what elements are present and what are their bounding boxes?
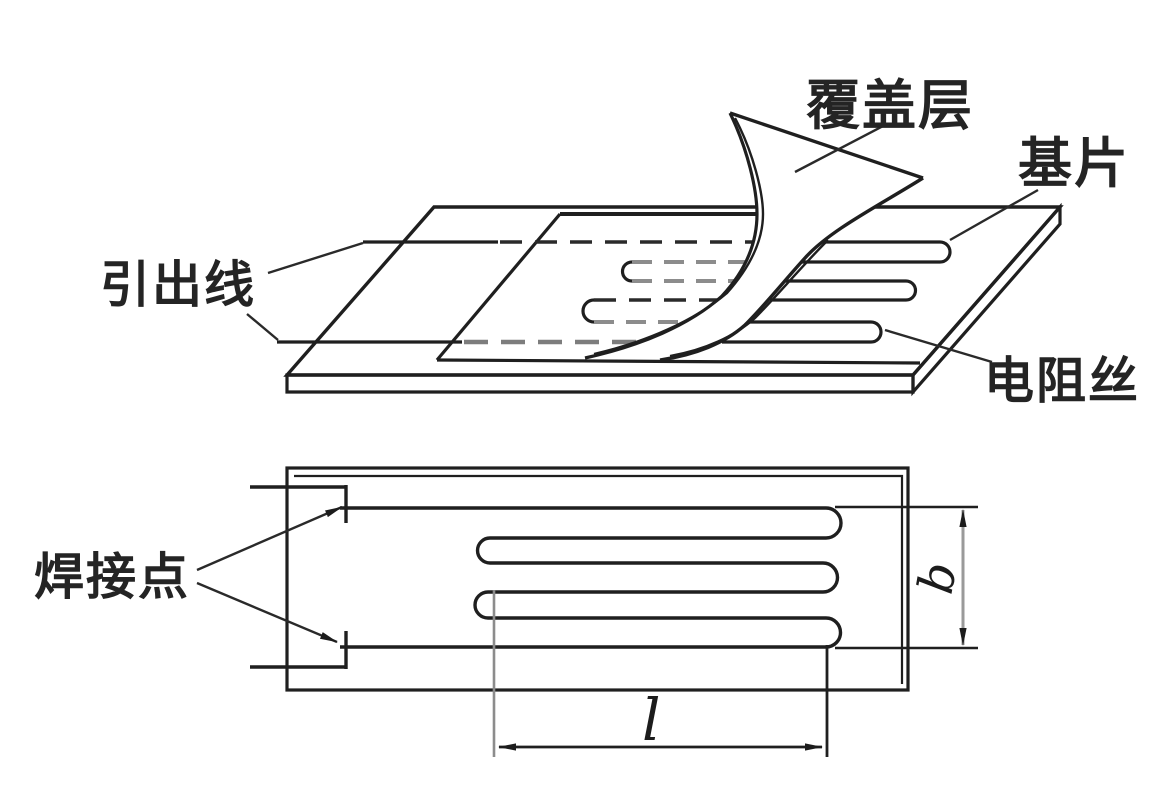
welding-point-leader-upper [196, 505, 343, 572]
wire-left-hook-2 [581, 298, 595, 324]
resistance-wire-label: 电阻丝 [984, 352, 1140, 410]
lead-wires-label: 引出线 [100, 256, 256, 314]
substrate-leader-line [949, 188, 1039, 242]
bottom-plan-view: b l 焊接点 [34, 466, 978, 757]
welding-points-label: 焊接点 [34, 548, 190, 606]
cover-layer-flat [435, 212, 760, 362]
lead-wires-leader-upper [267, 241, 364, 275]
substrate-plate [283, 202, 1064, 397]
l-dimension-label: l [642, 686, 661, 754]
curl-outer-edge-double [669, 239, 829, 358]
wire-left-hook-1 [620, 260, 633, 283]
cover-layer-leader-line [794, 123, 886, 174]
lead-wires-leader-lower [246, 313, 279, 341]
curl-inner-edge-double [593, 117, 765, 356]
exposed-resistance-wire [722, 240, 952, 344]
cover-layer-label: 覆盖层 [806, 74, 974, 137]
b-dimension-label: b [908, 558, 968, 598]
welding-point-leader-lower [196, 581, 338, 644]
dimension-l: l [492, 590, 829, 757]
wire-finger-2 [770, 279, 918, 302]
plan-lead-wires [250, 485, 348, 669]
gauge-outline-rect [285, 466, 910, 692]
curl-fill [585, 113, 923, 360]
curl-inner-edge [584, 112, 759, 360]
cover-left-edge [435, 212, 562, 362]
top-3d-view: 覆盖层 基片 引出线 电阻丝 [100, 74, 1140, 410]
substrate-right-face [911, 202, 1062, 397]
substrate-front-face [285, 373, 915, 394]
cover-layer-curl [584, 111, 924, 362]
cover-front-edge [436, 358, 921, 365]
resistance-wire-leader-line [884, 328, 993, 364]
gauge-outline-inner-double [294, 474, 904, 684]
wire-finger-3 [722, 320, 883, 344]
plan-serpentine-wire [340, 506, 843, 649]
substrate-label: 基片 [1018, 132, 1130, 195]
curl-top-edge [729, 111, 924, 180]
wire-finger-1 [797, 240, 952, 264]
